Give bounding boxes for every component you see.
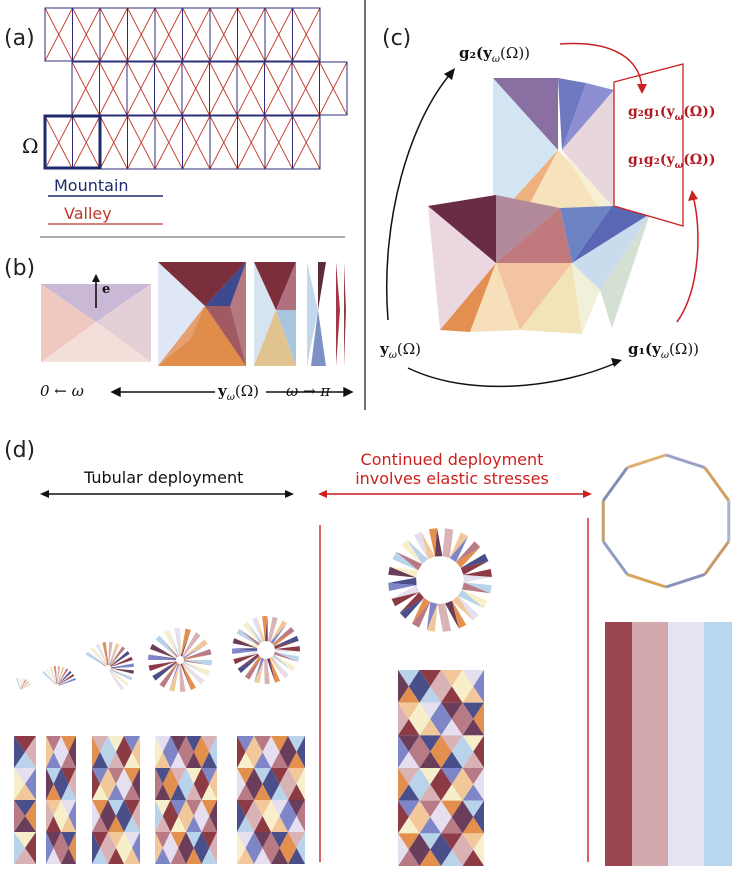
rosette (42, 666, 77, 686)
omega-zero-label: 0 ← ω (40, 382, 84, 400)
crease-pattern-grid (44, 7, 348, 170)
folded-cylinder (155, 736, 217, 864)
folded-cylinder (398, 670, 484, 866)
rosette-sequence (16, 616, 300, 692)
elastic-ring (388, 528, 492, 632)
g1g2-label: g₁g₂(yω(Ω)) (628, 152, 716, 171)
red-arrow-bottom (676, 190, 699, 323)
flat-stripes (605, 622, 732, 866)
g1-arrow (407, 358, 622, 388)
elastic-cylinder (398, 670, 484, 866)
unfolded-cell (41, 274, 151, 362)
panel-d-label: (d) (4, 438, 36, 463)
g2g1-label: g₂g₁(yω(Ω)) (628, 104, 716, 123)
omega-pi-label: ω → π (286, 382, 331, 400)
rosette (388, 528, 492, 632)
red-arrow-top (559, 42, 647, 94)
elastic-arrow (318, 490, 592, 498)
folded-cylinder (46, 736, 76, 864)
omega-label: Ω (22, 134, 39, 158)
cylinder-sequence (14, 736, 305, 864)
y-omega-label: yω(Ω) (218, 382, 260, 403)
g2-arrow (385, 68, 455, 321)
valley-legend-text: Valley (64, 204, 112, 223)
rosette (85, 642, 134, 691)
panel-c-label: (c) (382, 26, 412, 51)
omega-unit-cell (43, 114, 102, 170)
folded-cylinder (237, 736, 305, 864)
decagon-outline (601, 453, 731, 589)
combined-action-box (613, 63, 684, 227)
vector-e-label: e (102, 282, 111, 297)
g2-label: g₂(yω(Ω)) (459, 44, 531, 65)
mountain-legend-text: Mountain (54, 176, 129, 195)
half-folded-cell (158, 262, 246, 366)
rosette (232, 616, 300, 684)
folded-cylinder (14, 736, 36, 864)
panel-b-label: (b) (4, 256, 36, 281)
panel-a-label: (a) (4, 26, 35, 51)
rosette (148, 628, 212, 692)
rosette (16, 678, 31, 690)
folded-cylinder (92, 736, 140, 864)
omega-arrow (110, 386, 354, 398)
folded-cell (254, 262, 346, 366)
tubular-arrow (40, 490, 294, 498)
g1-label: g₁(yω(Ω)) (628, 340, 700, 361)
folded-stack (428, 78, 650, 334)
tubular-deployment-label: Tubular deployment (84, 468, 244, 487)
y-base-label: yω(Ω) (380, 340, 422, 361)
